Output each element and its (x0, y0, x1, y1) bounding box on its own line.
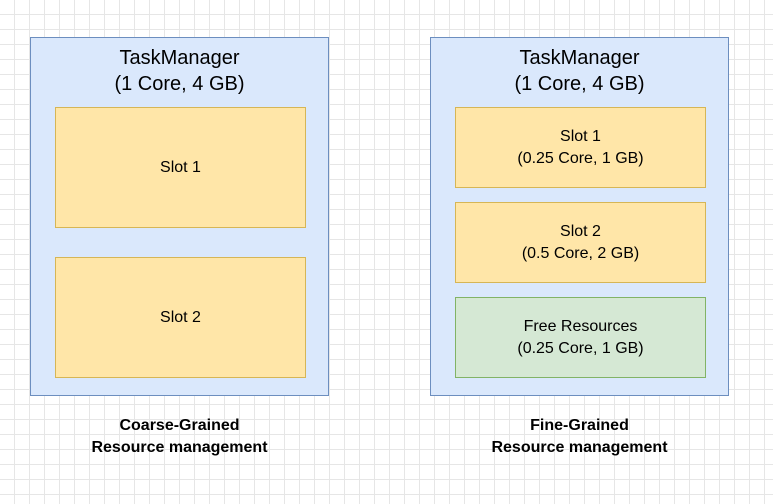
slot-resources: (0.5 Core, 2 GB) (521, 244, 640, 262)
slot-2-fine: Slot 2 (0.5 Core, 2 GB) (455, 202, 706, 283)
taskmanager-title-name: TaskManager (119, 47, 240, 69)
taskmanager-title-resources: (1 Core, 4 GB) (114, 73, 245, 95)
caption-coarse-grained: Coarse-Grained Resource management (30, 415, 329, 459)
free-resources-label: Free Resources (523, 317, 638, 335)
slot-resources: (0.25 Core, 1 GB) (517, 149, 644, 167)
caption-line: Fine-Grained (530, 417, 629, 434)
slot-label: Slot 1 (160, 158, 201, 176)
slot-1-coarse: Slot 1 (55, 107, 306, 228)
slot-label: Slot 1 (560, 127, 601, 145)
free-resources-amount: (0.25 Core, 1 GB) (517, 339, 644, 357)
slot-label: Slot 2 (160, 308, 201, 326)
slot-2-coarse: Slot 2 (55, 257, 306, 378)
taskmanager-title: TaskManager (1 Core, 4 GB) (431, 45, 728, 97)
caption-line: Resource management (491, 439, 668, 456)
taskmanager-fine: TaskManager (1 Core, 4 GB) Slot 1 (0.25 … (430, 37, 729, 396)
slot-1-fine: Slot 1 (0.25 Core, 1 GB) (455, 107, 706, 188)
slot-label: Slot 2 (560, 222, 601, 240)
free-resources-box: Free Resources (0.25 Core, 1 GB) (455, 297, 706, 378)
taskmanager-coarse: TaskManager (1 Core, 4 GB) Slot 1 Slot 2 (30, 37, 329, 396)
caption-line: Coarse-Grained (119, 417, 240, 434)
taskmanager-title: TaskManager (1 Core, 4 GB) (31, 45, 328, 97)
caption-line: Resource management (91, 439, 268, 456)
taskmanager-title-name: TaskManager (519, 47, 640, 69)
taskmanager-title-resources: (1 Core, 4 GB) (514, 73, 645, 95)
caption-fine-grained: Fine-Grained Resource management (430, 415, 729, 459)
